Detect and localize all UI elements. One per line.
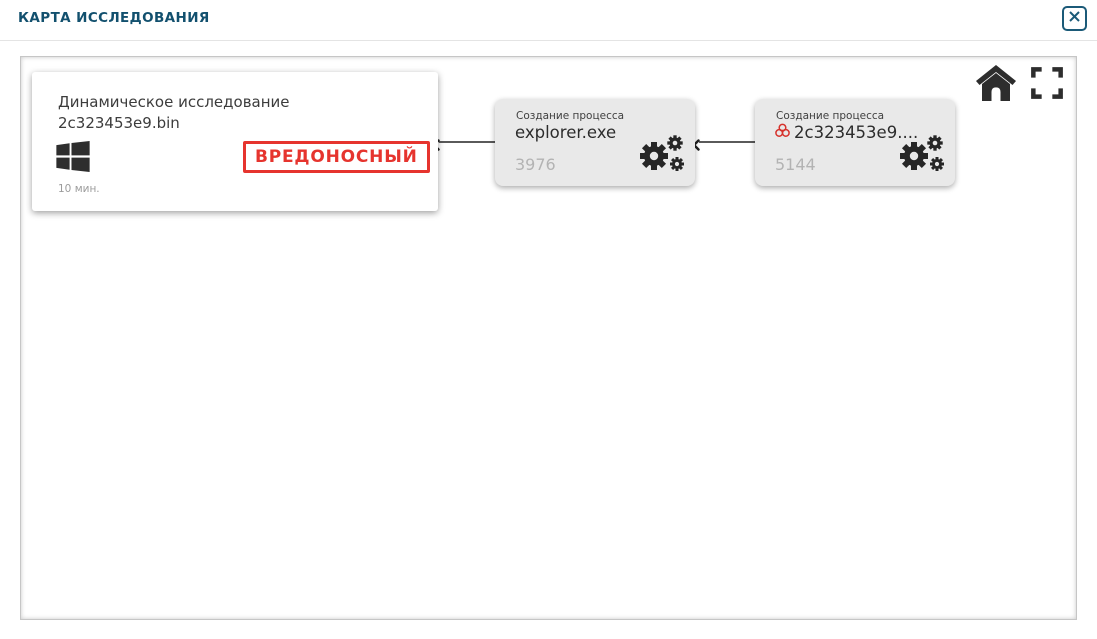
gears-icon — [637, 133, 685, 179]
process-pid: 5144 — [775, 155, 816, 174]
close-button[interactable] — [1062, 6, 1087, 31]
process-name-row: 2c323453e9.... — [775, 123, 918, 142]
edge-line — [699, 141, 755, 143]
research-map-canvas[interactable]: Динамическое исследование 2c323453e9.bin… — [20, 56, 1077, 620]
home-button[interactable] — [976, 64, 1016, 102]
fullscreen-icon — [1031, 67, 1063, 103]
process-node-explorer[interactable]: Создание процесса explorer.exe 3976 — [495, 99, 695, 186]
dialog-header: КАРТА ИССЛЕДОВАНИЯ — [0, 0, 1097, 41]
process-name: explorer.exe — [515, 123, 617, 142]
analysis-title: Динамическое исследование 2c323453e9.bin — [58, 93, 290, 132]
process-name: 2c323453e9.... — [794, 123, 919, 142]
home-icon — [976, 65, 1016, 106]
windows-logo-icon — [56, 141, 90, 176]
biohazard-icon — [775, 123, 790, 142]
analysis-root-card[interactable]: Динамическое исследование 2c323453e9.bin… — [32, 72, 438, 211]
gears-icon — [897, 133, 945, 179]
fullscreen-button[interactable] — [1031, 67, 1063, 99]
node-type-label: Создание процесса — [516, 110, 625, 122]
node-type-label: Создание процесса — [776, 110, 885, 122]
page-title: КАРТА ИССЛЕДОВАНИЯ — [18, 10, 210, 26]
verdict-badge: ВРЕДОНОСНЫЙ — [243, 141, 430, 173]
analysis-duration: 10 мин. — [58, 183, 100, 195]
process-pid: 3976 — [515, 155, 556, 174]
process-node-malicious[interactable]: Создание процесса 2c323453e9.... 5144 — [755, 99, 955, 186]
edge-line — [439, 141, 495, 143]
close-icon — [1067, 9, 1082, 28]
